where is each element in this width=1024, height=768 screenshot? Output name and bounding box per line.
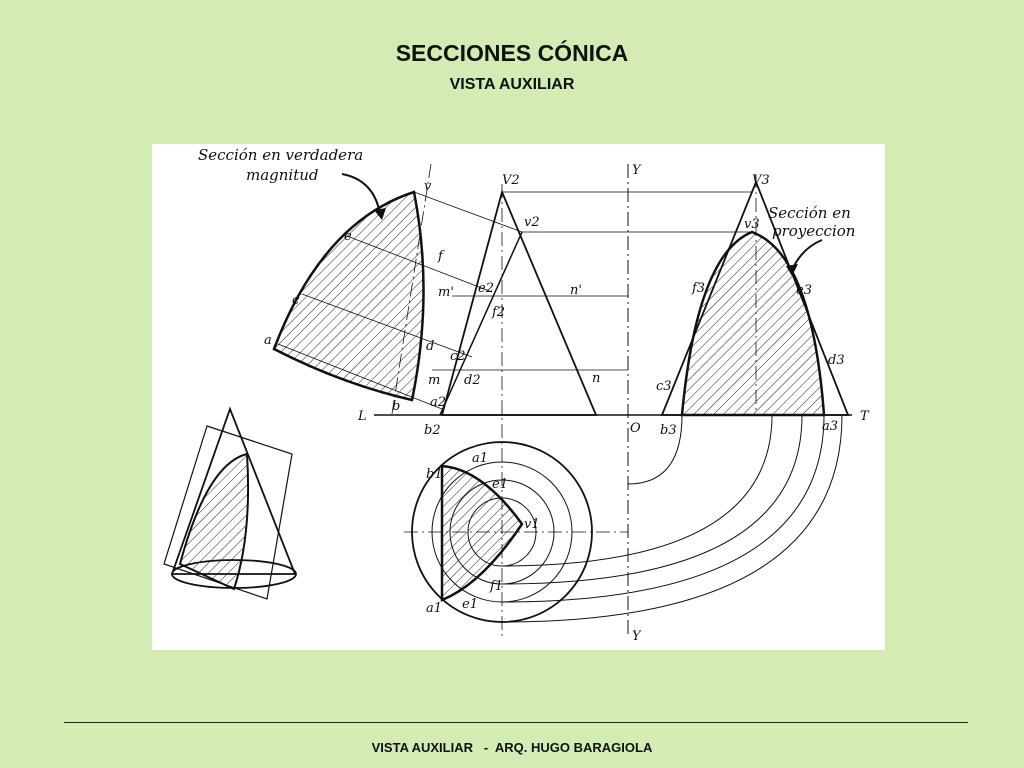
projection-ray xyxy=(346,235,493,293)
label-b3: b3 xyxy=(660,423,677,438)
label-n: n xyxy=(592,371,600,386)
label-Y-top: Y xyxy=(632,163,642,178)
label-d: d xyxy=(426,339,434,354)
label-f2: f2 xyxy=(491,305,505,320)
label-v2: v2 xyxy=(524,215,540,230)
label-n-prime: n' xyxy=(570,283,582,298)
label-V2-top: V2 xyxy=(502,173,520,188)
label-a: a xyxy=(264,333,272,348)
true-size-section xyxy=(272,190,425,402)
annotation-arrow-true-size xyxy=(341,173,381,215)
arrow-head-icon xyxy=(786,264,798,276)
slide-subtitle: VISTA AUXILIAR xyxy=(449,76,575,93)
cutting-plane-front xyxy=(439,231,523,416)
label-v1: v1 xyxy=(524,517,540,532)
label-b1: b1 xyxy=(426,467,443,482)
label-m-prime: m' xyxy=(438,285,454,300)
projection-ray xyxy=(277,343,443,410)
label-L: L xyxy=(357,409,367,424)
label-e1-lower: e1 xyxy=(462,597,478,612)
label-V3: V3 xyxy=(752,173,770,188)
label-a3: a3 xyxy=(822,419,838,434)
label-e2: e2 xyxy=(478,281,494,296)
annotation-projection-line1: Sección en xyxy=(768,204,851,222)
rotation-arc xyxy=(501,414,803,585)
annotation-projection-line2: proyeccion xyxy=(772,222,855,240)
label-b: b xyxy=(392,399,400,414)
label-a1-bottom: a1 xyxy=(426,601,442,616)
conic-section-drawing: Sección en verdadera magnitud Sección en… xyxy=(152,144,885,650)
pictorial-cutting-plane xyxy=(163,425,293,600)
label-d3: d3 xyxy=(828,353,845,368)
annotation-true-size-line1: Sección en verdadera xyxy=(198,146,363,164)
label-e1-upper: e1 xyxy=(492,477,508,492)
slide-title: SECCIONES CÓNICA xyxy=(395,40,629,66)
label-c3: c3 xyxy=(656,379,672,394)
slide-footer: VISTA AUXILIAR - ARQ. HUGO BARAGIOLA xyxy=(371,740,653,755)
label-v3: v3 xyxy=(744,217,760,232)
label-a1-top: a1 xyxy=(472,451,488,466)
footer-divider xyxy=(64,722,968,723)
label-e3: e3 xyxy=(796,283,812,298)
label-c2: c2 xyxy=(450,349,466,364)
front-view-cone xyxy=(440,189,598,416)
label-b2: b2 xyxy=(424,423,441,438)
label-f3: f3 xyxy=(691,281,705,296)
projected-section xyxy=(680,230,826,417)
arrow-head-icon xyxy=(374,208,386,220)
label-T: T xyxy=(860,409,870,424)
label-c: c xyxy=(292,293,300,308)
rotation-arc xyxy=(501,414,773,567)
label-v: v xyxy=(424,179,432,194)
projection-ray xyxy=(301,293,473,358)
drawing-svg: Sección en verdadera magnitud Sección en… xyxy=(163,146,870,644)
true-size-axis xyxy=(391,163,432,415)
label-f1: f1 xyxy=(489,579,503,594)
label-m: m xyxy=(428,373,440,388)
label-e: e xyxy=(344,229,352,244)
annotation-true-size-line2: magnitud xyxy=(246,166,319,184)
label-f: f xyxy=(437,249,445,264)
label-Y-bottom: Y xyxy=(632,629,642,644)
rotation-arc xyxy=(501,414,825,603)
label-d2: d2 xyxy=(464,373,481,388)
label-O: O xyxy=(630,421,641,436)
rotation-arc xyxy=(501,414,843,623)
projection-ray xyxy=(413,191,523,233)
pictorial-section xyxy=(178,452,250,591)
top-view-section xyxy=(440,464,524,602)
label-a2: a2 xyxy=(430,395,446,410)
rotation-arc xyxy=(627,414,683,485)
